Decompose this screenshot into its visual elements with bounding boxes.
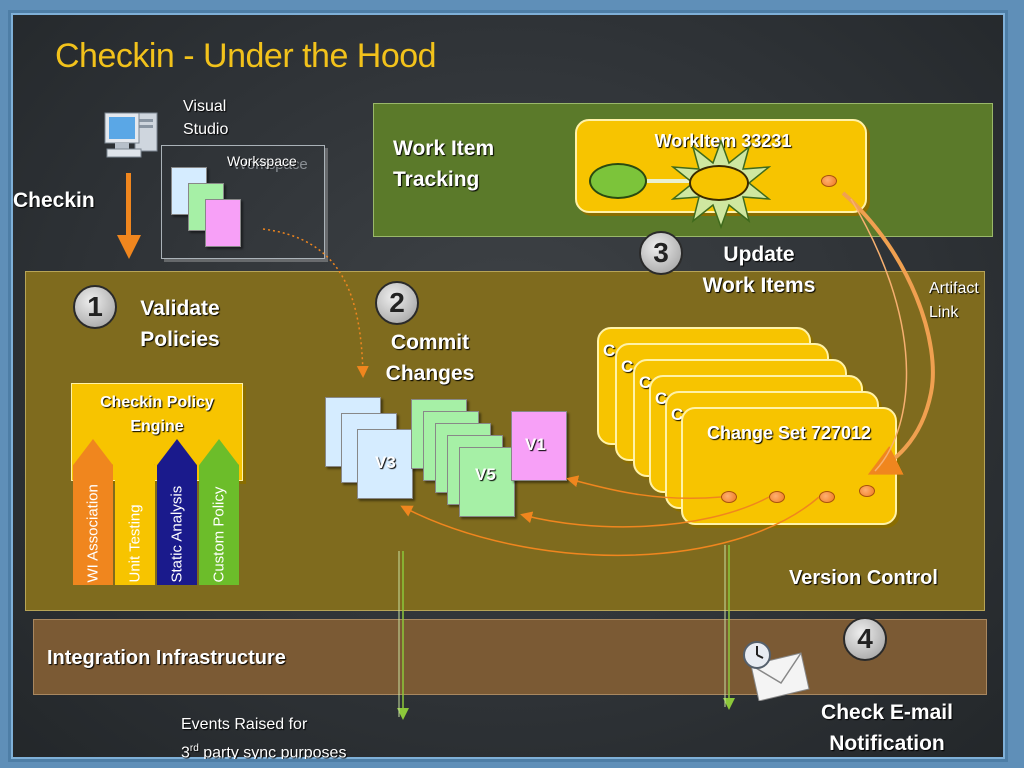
step-3-line1: Update (723, 243, 795, 266)
policy-engine-title: Checkin Policy Engine (71, 391, 243, 439)
events-line2: 3rd party sync purposes (181, 737, 347, 762)
events-line1: Events Raised for (181, 716, 308, 733)
changeset-partial-1: C (603, 341, 616, 360)
events-line2-prefix: 3 (181, 744, 190, 762)
changeset-dot-3 (819, 491, 835, 503)
policy-column-3: Static Analysis (157, 439, 197, 585)
email-envelope-icon (741, 639, 813, 702)
version-v1-label: V1 (525, 435, 546, 454)
policy-column-label: WI Association (84, 484, 102, 583)
policy-engine-title-line2: Engine (130, 418, 184, 435)
policy-column-4: Custom Policy (199, 439, 239, 585)
integration-infrastructure-panel (33, 619, 987, 695)
policy-engine-title-line1: Checkin Policy (100, 394, 214, 411)
workitem-link-dot (821, 175, 837, 187)
checkin-down-arrow-icon (115, 173, 143, 261)
version-doc-pink (511, 411, 567, 481)
events-raised-label: Events Raised for 3rd party sync purpose… (181, 713, 347, 762)
changeset-dot-2 (769, 491, 785, 503)
step-4-label: Check E-mail Notification (807, 697, 967, 759)
step-4-badge: 4 (843, 617, 887, 661)
workitem-label: WorkItem 33231 (654, 131, 792, 151)
integration-infrastructure-label: Integration Infrastructure (47, 647, 286, 669)
step-4-line1: Check E-mail (821, 701, 953, 724)
wit-title: Work Item Tracking (393, 133, 494, 195)
policy-column-2: Unit Testing (115, 439, 155, 585)
policy-column-label: Static Analysis (168, 485, 186, 583)
policy-column-label: Custom Policy (210, 486, 228, 583)
workitem-old-state (589, 163, 647, 199)
step-3-label: Update Work Items (693, 239, 825, 301)
slide: Checkin - Under the Hood Visual Studio W… (8, 10, 1008, 762)
wit-title-line2: Tracking (393, 168, 480, 191)
checkin-label: Checkin (13, 189, 95, 212)
step-2-label: Commit Changes (375, 327, 485, 389)
step-3-badge: 3 (639, 231, 683, 275)
policy-column-1: WI Association (73, 439, 113, 585)
workspace-label: Workspace (227, 153, 297, 169)
changeset-label: Change Set 727012 (706, 423, 872, 443)
workitem-new-state (689, 165, 749, 201)
step-3-line2: Work Items (702, 274, 816, 297)
version-control-label: Version Control (789, 567, 938, 589)
visual-studio-line1: Visual (183, 98, 227, 115)
visual-studio-line2: Studio (183, 121, 229, 138)
version-v5-label: V5 (475, 465, 496, 484)
changeset-partial-4: C (655, 389, 668, 408)
step-1-line2: Policies (140, 328, 220, 351)
wit-title-line1: Work Item (393, 137, 495, 160)
policy-column-label: Unit Testing (126, 504, 144, 583)
step-1-badge: 1 (73, 285, 117, 329)
changeset-partial-3: C (639, 373, 652, 392)
changeset-dot-1 (721, 491, 737, 503)
step-1-label: Validate Policies (125, 293, 235, 355)
version-v3-label: V3 (375, 453, 396, 472)
visual-studio-label: Visual Studio (183, 95, 228, 141)
workspace-ghost-label: Workspace (233, 156, 308, 173)
workitem-transition-line (647, 179, 693, 183)
changeset-partial-5: C (671, 405, 684, 424)
changeset-partial-2: C (621, 357, 634, 376)
artifact-line2: Link (929, 304, 959, 321)
page-title: Checkin - Under the Hood (55, 37, 437, 75)
events-line2-suffix: party sync purposes (198, 744, 347, 762)
computer-icon (101, 107, 165, 165)
workspace-doc-pink (205, 199, 241, 247)
step-1-line1: Validate (140, 297, 220, 320)
step-4-line2: Notification (829, 732, 945, 755)
step-2-line2: Changes (385, 362, 475, 385)
artifact-link-label: Artifact Link (929, 277, 979, 325)
step-2-line1: Commit (390, 331, 470, 354)
changeset-dot-4 (859, 485, 875, 497)
workspace-box (161, 145, 325, 259)
step-2-badge: 2 (375, 281, 419, 325)
artifact-line1: Artifact (929, 280, 979, 297)
events-line2-sup: rd (189, 743, 199, 754)
